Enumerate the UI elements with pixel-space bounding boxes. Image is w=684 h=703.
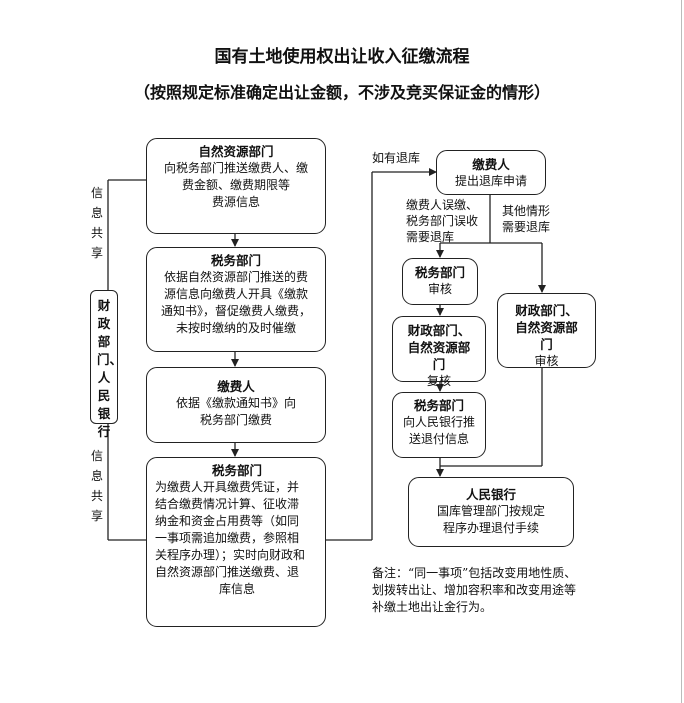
tax-push-box: 税务部门 向人民银行推 送退付信息	[392, 392, 486, 458]
page-edge-line	[681, 0, 682, 703]
page-title: 国有土地使用权出让收入征缴流程	[214, 47, 470, 67]
tax-review-box: 税务部门 审核	[402, 258, 478, 305]
finance-recheck-box: 财政部门、自然资源部门 复核	[392, 316, 486, 388]
payer-refund-box: 缴费人 提出退库申请	[436, 150, 546, 195]
other-refund-label: 其他情形 需要退库	[502, 204, 551, 234]
mistake-refund-label: 缴费人误缴、 税务部门误收 需要退库	[406, 198, 479, 244]
info-share-label-bottom: 信息共享	[90, 449, 103, 523]
tax-dept-box-1: 税务部门 依据自然资源部门推送的费 源信息向缴费人开具《缴款 通知书》，督促缴费…	[146, 247, 326, 352]
finance-bank-side-box: 财政部门、人民银行	[90, 290, 122, 439]
tax-dept-box-2: 税务部门 为缴费人开具缴费凭证，并 结合缴费情况计算、征收滞 纳金和资金占用费等…	[146, 457, 326, 627]
finance-review-box: 财政部门、自然资源部门 审核	[497, 293, 596, 368]
has-refund-label: 如有退库	[372, 151, 421, 165]
bank-box: 人民银行 国库管理部门按规定 程序办理退付手续	[408, 477, 574, 547]
payer-box-left: 缴费人 依据《缴款通知书》向 税务部门缴费	[146, 367, 326, 443]
footnote: 备注：“同一事项”包括改变用地性质、 划拨转出让、增加容积率和改变用途等 补缴土…	[372, 566, 577, 614]
page-subtitle: （按照规定标准确定出让金额，不涉及竞买保证金的情形）	[133, 83, 550, 102]
natural-resources-box: 自然资源部门 向税务部门推送缴费人、缴 费金额、缴费期限等 费源信息	[146, 138, 326, 234]
info-share-label-top: 信息共享	[90, 186, 103, 260]
